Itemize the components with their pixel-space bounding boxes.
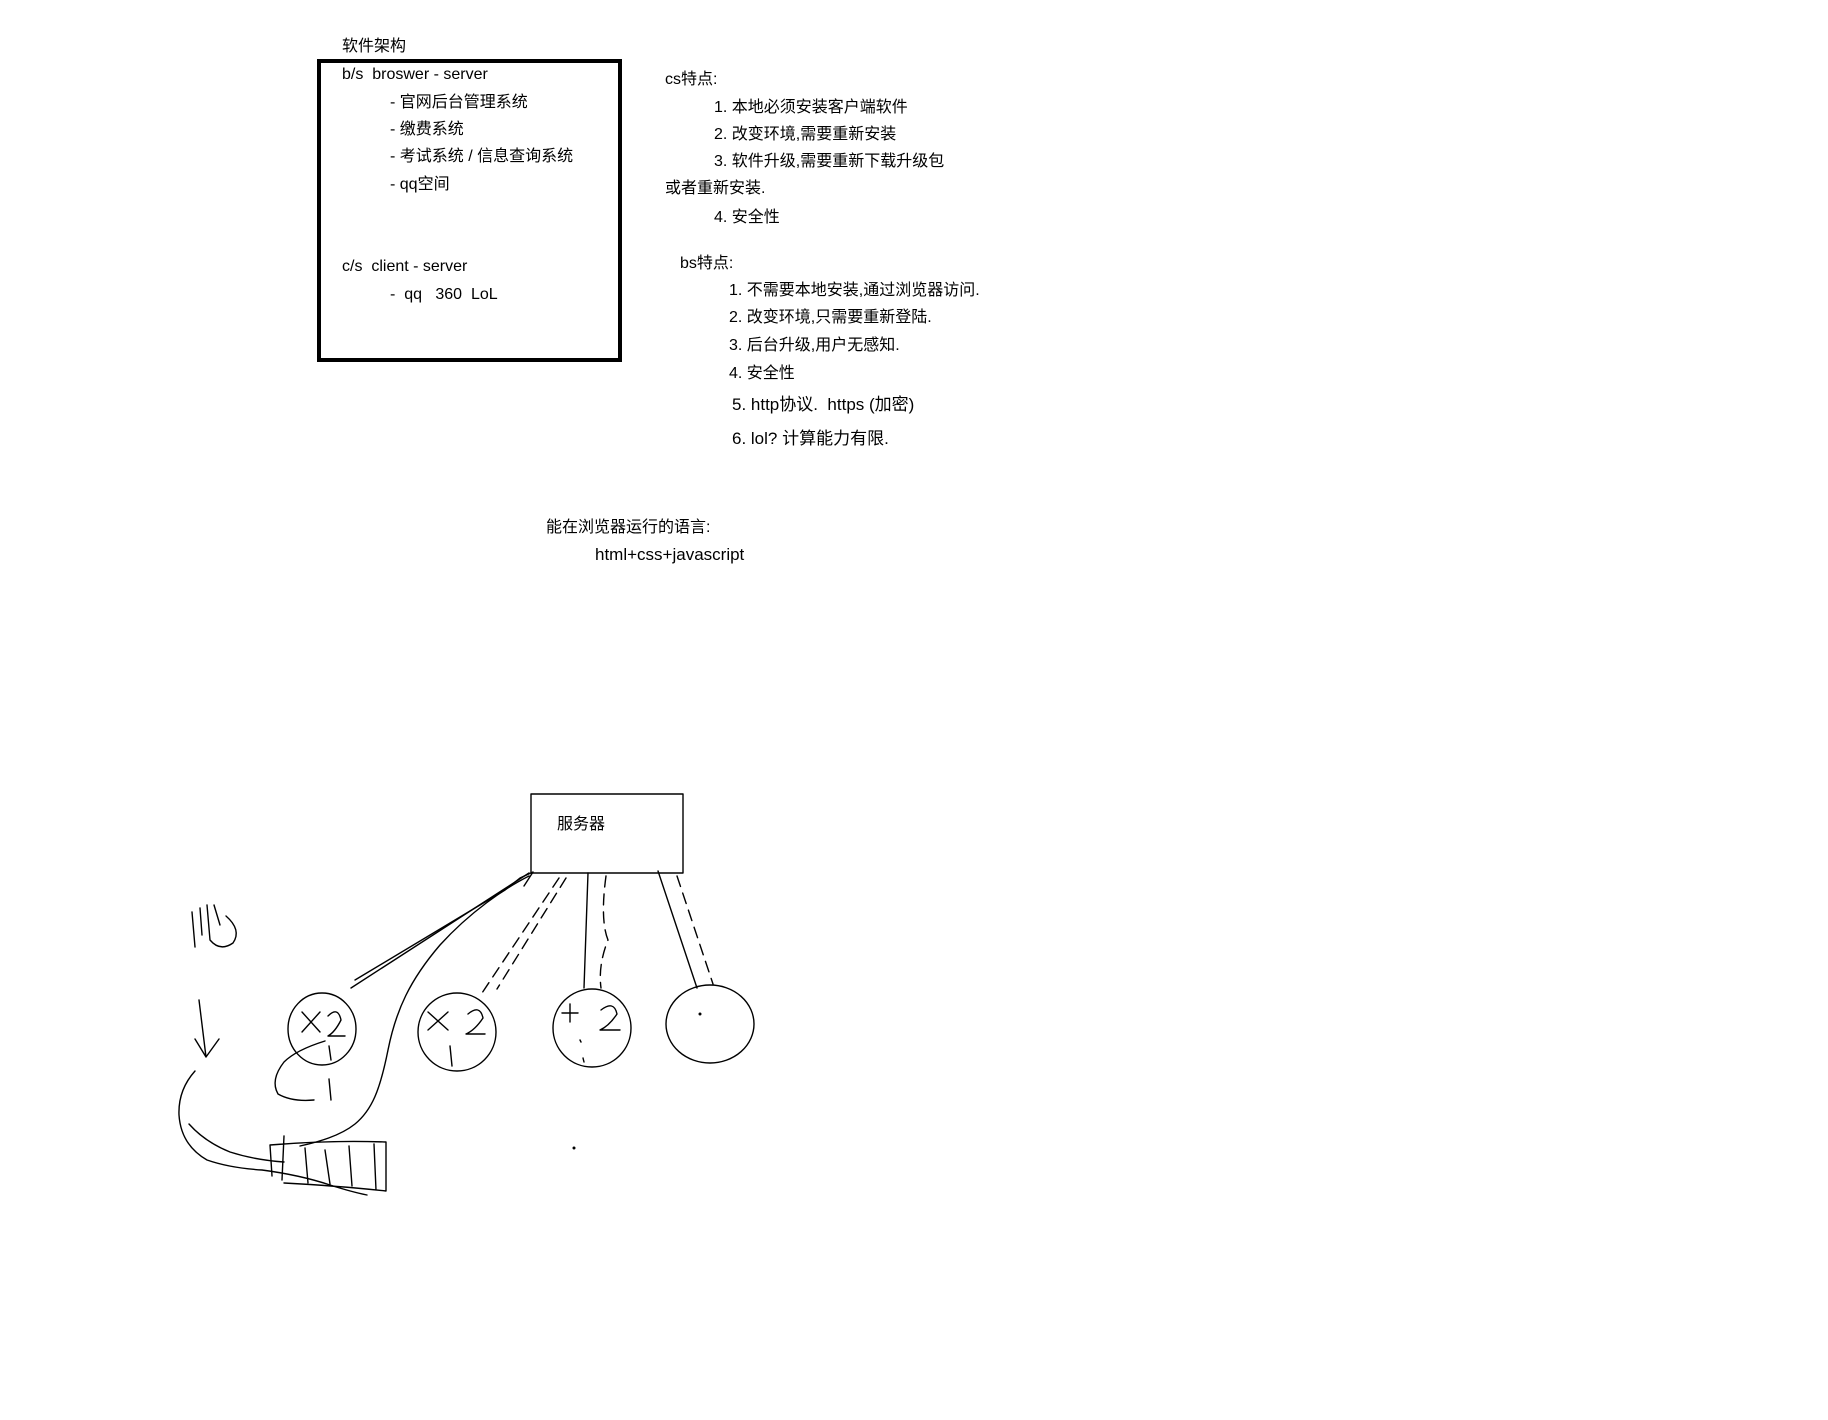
server-box xyxy=(530,793,684,874)
circle-2-mark xyxy=(427,1009,486,1067)
circle-1-tail xyxy=(274,1040,332,1102)
bs-item: - 考试系统 / 信息查询系统 xyxy=(390,148,574,165)
circle-4-dot xyxy=(698,1012,702,1016)
user-flow-curve xyxy=(178,1070,368,1196)
server-label: 服务器 xyxy=(557,816,606,833)
cs-item: - qq 360 LoL xyxy=(390,286,498,303)
cs-feature-item: 3. 软件升级,需要重新下载升级包 xyxy=(714,153,945,170)
connection-line-1 xyxy=(350,872,530,989)
connection-line-2b xyxy=(496,877,567,990)
stray-dot xyxy=(572,1146,576,1150)
bs-feature-item: 3. 后台升级,用户无感知. xyxy=(729,337,900,354)
client-circle-4 xyxy=(665,984,755,1064)
architecture-title: 软件架构 xyxy=(342,38,407,55)
cs-feature-item: 或者重新安装. xyxy=(665,180,766,197)
connection-line-2a xyxy=(479,877,560,997)
client-circle-3 xyxy=(552,988,632,1068)
bs-feature-item: 5. http协议. https (加密) xyxy=(732,395,915,414)
cs-heading: c/s client - server xyxy=(342,258,468,275)
client-circle-2 xyxy=(417,992,497,1072)
bs-feature-item: 1. 不需要本地安装,通过浏览器访问. xyxy=(729,282,980,299)
down-arrow xyxy=(194,999,220,1058)
connection-line-1b xyxy=(354,871,534,981)
connection-line-4b xyxy=(676,875,714,985)
bs-item: - qq空间 xyxy=(390,176,450,193)
page-scribble xyxy=(269,1135,387,1192)
connection-line-3a xyxy=(583,872,589,989)
cs-feature-item: 1. 本地必须安装客户端软件 xyxy=(714,99,908,116)
bs-feature-item: 2. 改变环境,只需要重新登陆. xyxy=(729,309,932,326)
browser-languages-value: html+css+javascript xyxy=(595,545,745,564)
circle-3-mark xyxy=(561,1003,621,1063)
connection-line-4a xyxy=(657,870,698,989)
hand-scribble xyxy=(191,904,237,948)
browser-languages-heading: 能在浏览器运行的语言: xyxy=(546,519,711,536)
bs-item: - 缴费系统 xyxy=(390,121,464,138)
bs-features-heading: bs特点: xyxy=(680,255,734,272)
bs-feature-item: 4. 安全性 xyxy=(729,365,795,382)
connection-line-3b xyxy=(599,875,609,989)
request-curve xyxy=(299,875,530,1147)
architecture-box xyxy=(317,59,622,362)
cs-features-heading: cs特点: xyxy=(665,71,718,88)
bs-item: - 官网后台管理系统 xyxy=(390,94,528,111)
circle-1-mark xyxy=(301,1011,346,1061)
client-circle-1 xyxy=(287,992,357,1066)
cs-feature-item: 2. 改变环境,需要重新安装 xyxy=(714,126,897,143)
bs-feature-item: 6. lol? 计算能力有限. xyxy=(732,429,889,448)
user-flow-curve-inner xyxy=(188,1123,285,1163)
cs-feature-item: 4. 安全性 xyxy=(714,209,780,226)
bs-heading: b/s broswer - server xyxy=(342,66,488,83)
